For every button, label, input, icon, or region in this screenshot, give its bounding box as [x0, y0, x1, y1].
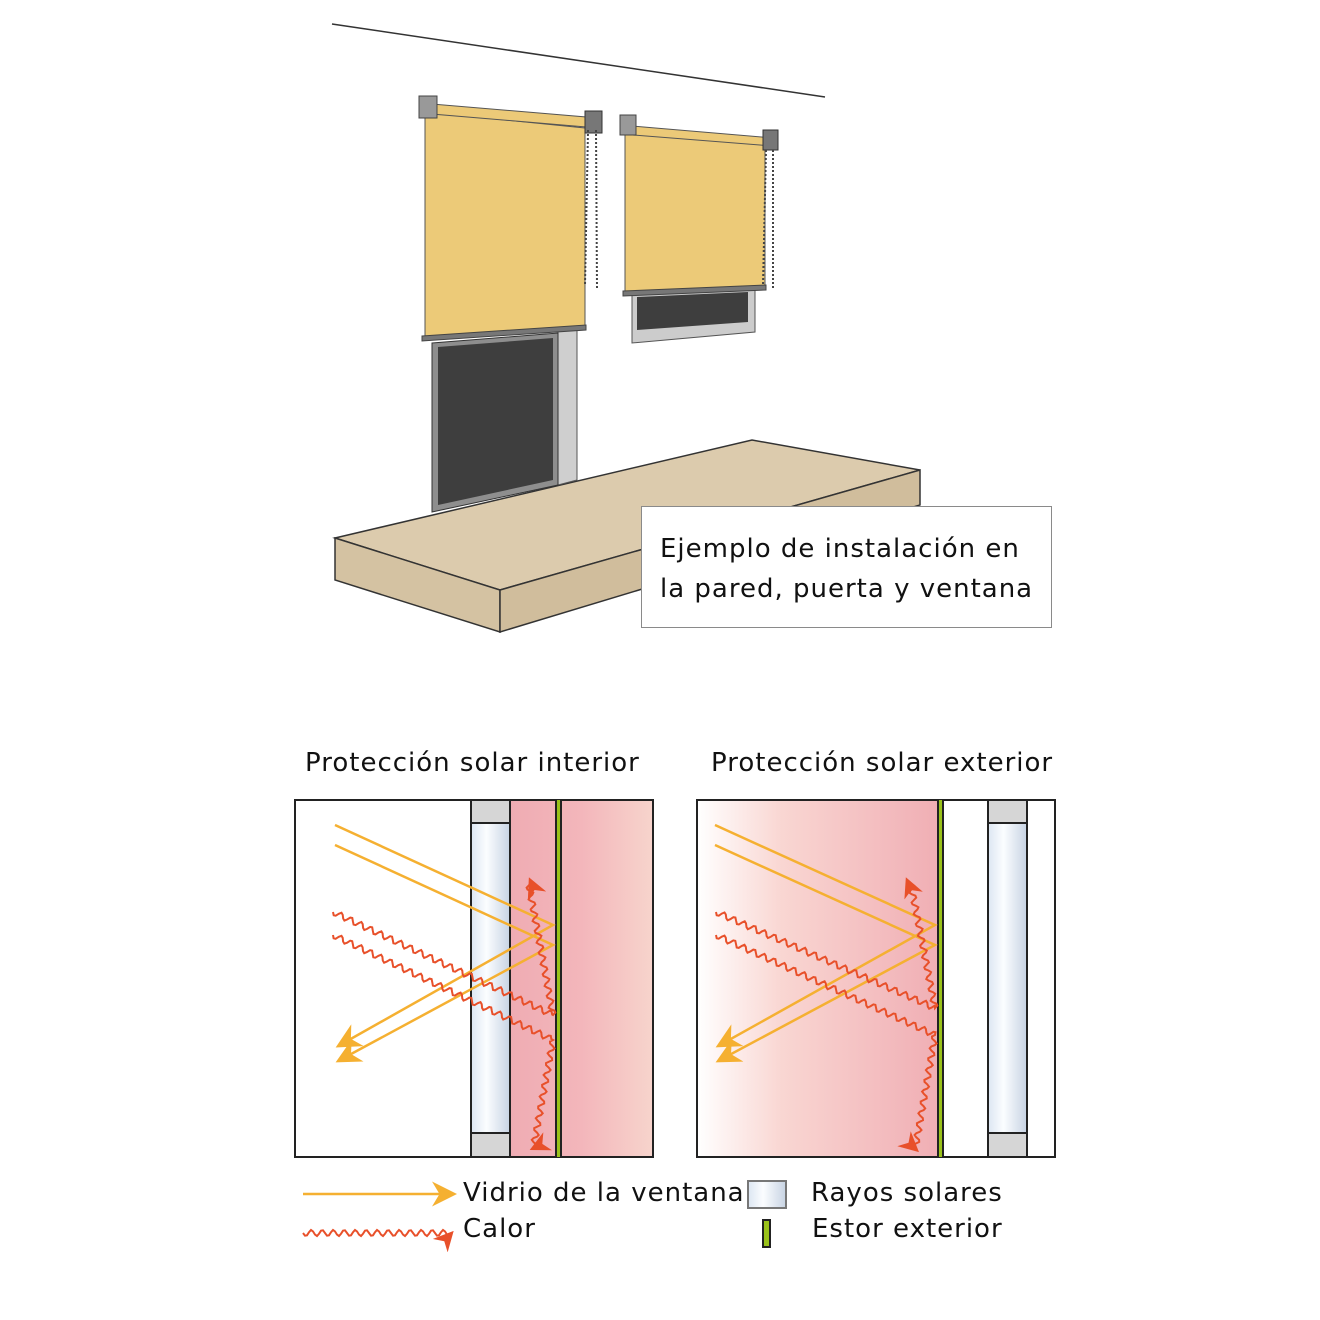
exterior-panel	[696, 799, 1056, 1158]
blind-bar	[555, 800, 562, 1157]
caption-line-2: la pared, puerta y ventana	[660, 574, 1034, 604]
pull-chain-icon	[584, 129, 598, 289]
ceiling-line	[331, 23, 826, 98]
window	[631, 288, 756, 344]
heat-waves	[715, 877, 939, 1153]
exterior-title: Protección solar exterior	[711, 748, 1054, 778]
heat-wave	[332, 877, 557, 1017]
door	[431, 327, 578, 513]
small-roller-blind	[619, 114, 779, 297]
caption-box: Ejemplo de instalación en la pared, puer…	[641, 506, 1052, 628]
legend-blind-label: Estor exterior	[812, 1214, 1003, 1244]
legend-heat-label: Calor	[463, 1214, 536, 1244]
legend-ray-label: Vidrio de la ventana	[463, 1178, 745, 1208]
heat-wave	[715, 934, 938, 1153]
sun-rays	[714, 823, 938, 1063]
large-roller-blind	[418, 95, 603, 342]
legend-heat-icon	[302, 1228, 454, 1253]
legend-blind-icon	[762, 1219, 771, 1248]
heat-wave	[302, 1228, 454, 1253]
pull-chain-icon	[762, 149, 774, 288]
blind-bar	[937, 800, 944, 1157]
heat-wave	[715, 877, 939, 1011]
heat-wave	[332, 934, 556, 1151]
caption-line-1: Ejemplo de instalación en	[660, 534, 1020, 564]
sun-rays	[334, 823, 556, 1063]
legend-glass-label: Rayos solares	[811, 1178, 1003, 1208]
heat-waves	[332, 877, 557, 1151]
window-glass	[987, 799, 1028, 1158]
interior-panel	[294, 799, 654, 1158]
interior-title: Protección solar interior	[305, 748, 640, 778]
legend-glass-icon	[747, 1180, 787, 1209]
